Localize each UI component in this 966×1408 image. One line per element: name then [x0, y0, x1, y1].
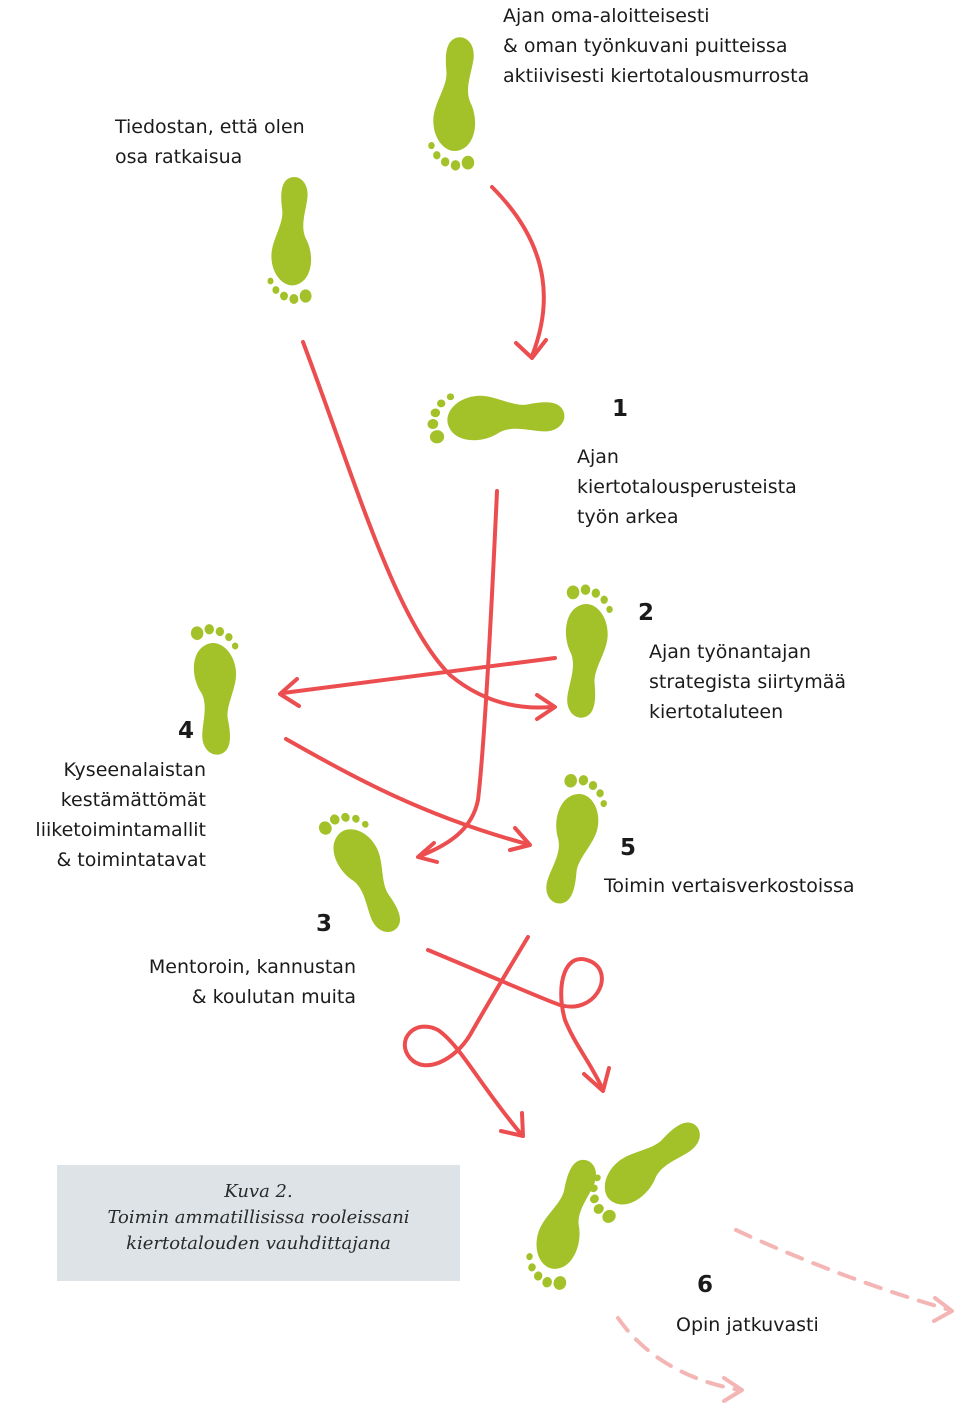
arrowhead — [278, 677, 301, 708]
arrowhead — [508, 826, 532, 852]
footprint-icon — [190, 622, 246, 756]
step-2-label: Ajan työnantajan strategista siirtymää k… — [649, 641, 847, 723]
step-6-label: Opin jatkuvasti — [676, 1314, 819, 1336]
step-1-label: Ajan kiertotalousperusteista työn arkea — [577, 446, 797, 528]
step-3-label: Mentoroin, kannustan & koulutan muita — [148, 956, 356, 1008]
footprint-icon — [518, 1151, 605, 1293]
arrow-step4-to-step5 — [284, 737, 529, 846]
arrow-topleft-to-step2 — [301, 340, 554, 710]
arrow-step2-to-step4 — [281, 656, 557, 695]
arrowhead — [499, 1111, 525, 1138]
caption-title: Kuva 2. — [224, 1181, 293, 1202]
footprint-icon — [539, 771, 612, 910]
step-4-number: 4 — [178, 718, 195, 744]
figure-caption: Kuva 2. Toimin ammatillisissa rooleissan… — [57, 1165, 460, 1281]
step-top-left-label: Tiedostan, että olen osa ratkaisua — [115, 116, 305, 168]
footprint-icon — [576, 1105, 709, 1227]
step-4-label: Kyseenalaistan kestämättömät liiketoimin… — [35, 759, 206, 871]
step-1-number: 1 — [612, 396, 629, 422]
arrowhead — [535, 693, 557, 721]
dashed-arrow-continue — [734, 1228, 952, 1312]
arrowhead — [582, 1066, 611, 1093]
arrow-top-to-step1 — [490, 185, 546, 358]
caption-line-2: kiertotalouden vauhdittajana — [126, 1233, 391, 1254]
step-5-number: 5 — [620, 835, 637, 861]
loop-arrow-step5-to-step6 — [402, 935, 530, 1136]
loop-arrow-step3-to-step6 — [426, 948, 605, 1092]
step-6-number: 6 — [697, 1272, 714, 1298]
step-top-right-label: Ajan oma-aloitteisesti & oman työnkuvani… — [503, 5, 810, 87]
footprint-icon — [267, 176, 312, 304]
arrow-step1-to-step3 — [418, 489, 499, 858]
footprint-icon — [427, 36, 479, 172]
arrowhead — [416, 841, 439, 864]
step-5-label: Toimin vertaisverkostoissa — [604, 875, 855, 897]
arrowhead — [722, 1376, 744, 1403]
caption-line-1: Toimin ammatillisissa rooleissani — [107, 1207, 410, 1228]
footprint-icon — [425, 385, 566, 444]
step-3-number: 3 — [316, 911, 333, 937]
step-2-number: 2 — [638, 600, 655, 626]
footprint-icon — [562, 583, 614, 719]
dashed-arrow-continue — [616, 1316, 742, 1392]
arrowhead — [514, 338, 548, 360]
arrowhead — [932, 1296, 954, 1323]
